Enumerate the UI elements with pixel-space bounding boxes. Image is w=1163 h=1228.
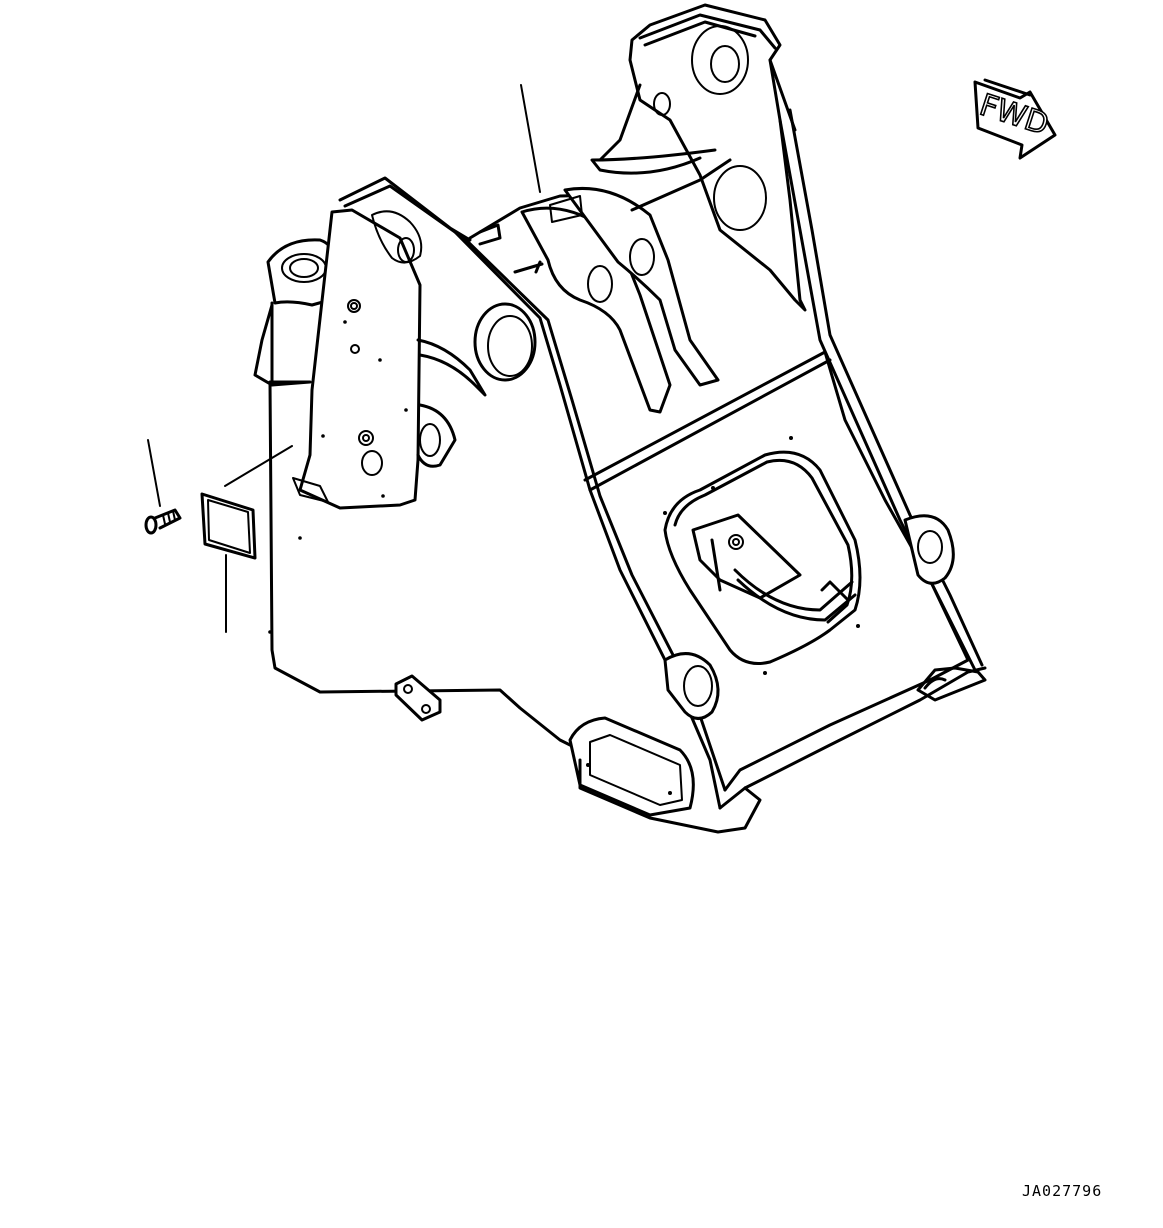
rivet-icon — [146, 510, 180, 533]
leader-line-rivet — [148, 440, 160, 506]
nameplate-assembly — [146, 85, 540, 632]
nameplate — [202, 494, 255, 558]
leader-line-frame — [521, 85, 540, 192]
leader-line-plate — [225, 446, 292, 486]
drawing-code: JA027796 — [1022, 1182, 1102, 1200]
fwd-arrow-icon: FWD — [975, 80, 1055, 158]
front-frame — [255, 5, 985, 832]
